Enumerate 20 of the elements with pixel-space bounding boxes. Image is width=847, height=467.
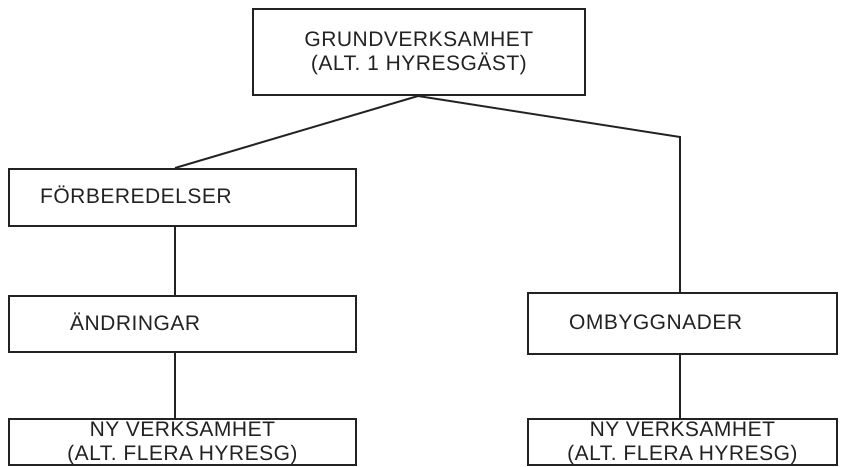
box-label: NY VERKSAMHET <box>590 418 776 442</box>
box-label: (ALT. 1 HYRESGÄST) <box>310 52 528 76</box>
connector-line <box>679 355 681 418</box>
box-label: (ALT. FLERA HYRESG) <box>67 442 298 466</box>
process-box <box>527 418 838 466</box>
box-label: (ALT. FLERA HYRESG) <box>567 442 798 466</box>
process-box <box>252 8 586 96</box>
box-label: ÄNDRINGAR <box>70 312 201 336</box>
box-label: NY VERKSAMHET <box>90 418 276 442</box>
connector-line <box>418 95 681 292</box>
connector-line <box>174 95 418 169</box>
box-label: GRUNDVERKSAMHET <box>304 28 534 52</box>
process-box <box>527 292 838 355</box>
process-box <box>8 168 357 227</box>
process-box <box>8 418 357 466</box>
process-box <box>8 295 357 353</box>
box-label: OMBYGGNADER <box>569 311 743 336</box>
connector-line <box>174 227 176 295</box>
connector-line <box>174 353 176 418</box>
box-label: FÖRBEREDELSER <box>40 185 232 210</box>
